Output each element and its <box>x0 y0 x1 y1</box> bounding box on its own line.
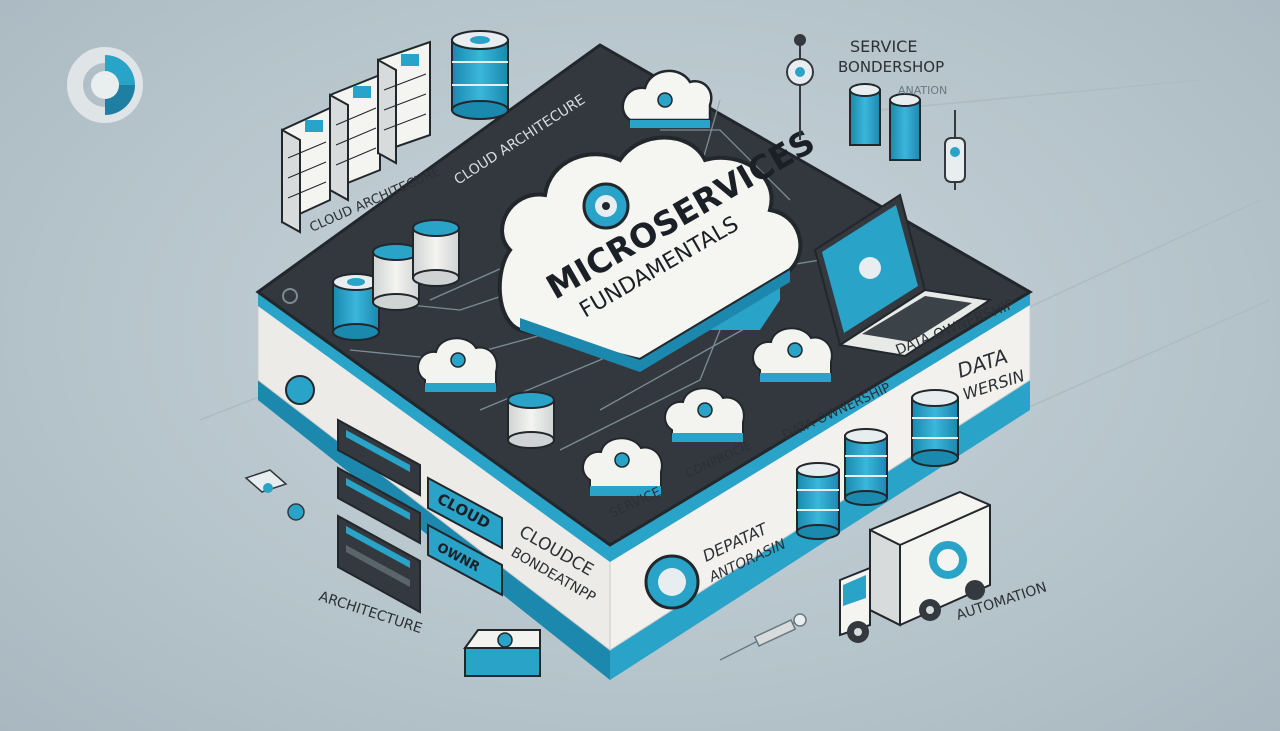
cloud-node-1 <box>417 337 498 392</box>
delivery-truck-icon <box>839 490 991 643</box>
service-sub2-label: ANATION <box>898 84 947 97</box>
database-cluster <box>332 219 555 449</box>
front-right-wall-icons <box>285 375 700 610</box>
laptop-icon <box>813 193 993 358</box>
database-top <box>451 30 509 120</box>
cloud-icon-top <box>621 69 713 128</box>
service-title-label: SERVICE <box>850 37 917 56</box>
bottom-connector <box>719 613 807 661</box>
service-cylinders <box>849 83 921 161</box>
server-rack-front <box>337 418 503 614</box>
small-drive-icons <box>244 469 305 521</box>
cloud-node-3 <box>752 327 833 382</box>
bottom-node-box <box>463 629 541 677</box>
service-sub-label: BONDERSHOP <box>838 58 944 76</box>
cloud-node-4 <box>582 437 663 496</box>
donut-chart-icon <box>67 47 143 123</box>
service-connector-icons <box>786 34 966 190</box>
cloud-node-2 <box>664 387 745 442</box>
server-racks-top-left <box>281 40 431 234</box>
database-cylinders-front <box>796 389 959 540</box>
main-cloud <box>497 135 803 372</box>
